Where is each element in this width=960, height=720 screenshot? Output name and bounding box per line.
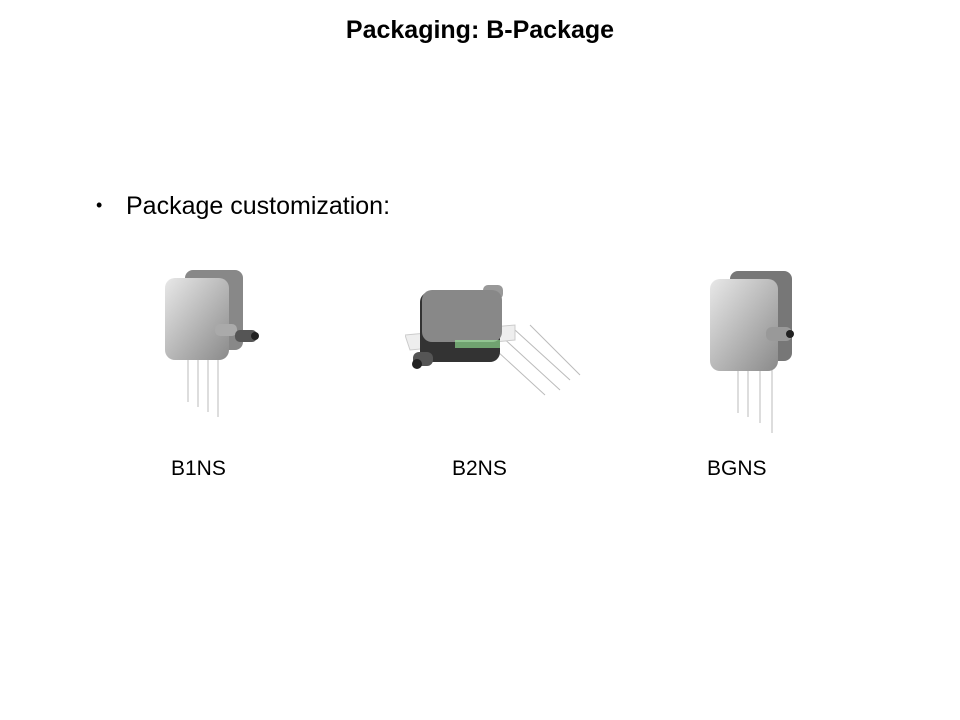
bullet-marker: • — [96, 195, 103, 215]
package-label-b2ns: B2NS — [452, 457, 507, 480]
bullet-item: • Package customization: — [96, 192, 390, 221]
b1ns-package-image — [165, 270, 259, 417]
slide-title: Packaging: B-Package — [345, 16, 615, 44]
package-label-bgns: BGNS — [707, 457, 767, 480]
bgns-package-image — [710, 271, 794, 433]
b2ns-package-image — [405, 285, 581, 396]
package-label-b1ns: B1NS — [171, 457, 226, 480]
bullet-text: Package customization: — [126, 192, 391, 220]
